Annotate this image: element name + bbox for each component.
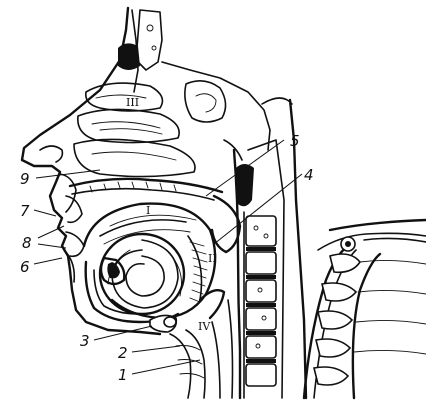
- intervertebral-disc: [246, 359, 276, 363]
- face-profile-outline: [20, 6, 162, 336]
- hyoid-bone: [149, 314, 178, 333]
- leader-7: [33, 209, 57, 217]
- leader-9: [35, 169, 101, 179]
- spine-posterior-line: [247, 139, 285, 399]
- skull-base: [161, 61, 271, 151]
- spinous-process: [321, 282, 358, 302]
- inferior-concha: [73, 138, 196, 178]
- spinous-process: [317, 310, 354, 330]
- upper-incisor: [65, 195, 83, 224]
- occipital-region: [261, 97, 293, 105]
- vertebra: [245, 335, 277, 359]
- vertebra: [245, 251, 277, 275]
- leader-8b: [37, 243, 67, 249]
- lower-lip: [63, 249, 76, 283]
- label-3: 3: [80, 332, 90, 350]
- label-9: 9: [20, 170, 30, 188]
- hard-palate-lower: [71, 187, 215, 201]
- intervertebral-disc: [246, 303, 276, 307]
- label-1: 1: [118, 366, 128, 384]
- label-2: 2: [118, 344, 128, 362]
- tongue-dorsum-lines: [99, 219, 187, 237]
- hard-palate: [68, 177, 224, 194]
- spinous-process: [315, 338, 352, 358]
- neck-back-outline: [288, 98, 308, 400]
- leader-3: [93, 325, 153, 341]
- soft-palate: [210, 194, 242, 254]
- tongue-tip: [99, 256, 126, 286]
- sphenoid-sinus: [184, 80, 227, 123]
- vertebra: [245, 279, 277, 303]
- vertebra: [245, 363, 277, 387]
- spinal-column-detail: [302, 218, 426, 400]
- intervertebral-disc: [246, 331, 276, 335]
- leader-4: [213, 173, 303, 245]
- frontal-sinus: [135, 9, 163, 71]
- oropharynx-hatching: [187, 235, 208, 303]
- label-4: 4: [304, 166, 314, 184]
- vertebra: [245, 215, 277, 247]
- nasal-conchae: [73, 82, 196, 178]
- palate-hatching: [89, 181, 177, 193]
- mandible-inner: [93, 269, 139, 315]
- roman-label-III: III: [126, 96, 139, 109]
- pharynx-posterior-wall: [232, 148, 242, 400]
- adenoid: [236, 164, 254, 207]
- spinous-process: [329, 253, 361, 274]
- bone-pore: [151, 45, 157, 51]
- label-6: 6: [20, 258, 30, 276]
- middle-concha: [77, 108, 180, 144]
- label-7: 7: [20, 202, 30, 220]
- leader-5: [205, 139, 285, 197]
- cervical-spine: [243, 139, 285, 399]
- roman-label-II: II: [208, 252, 217, 265]
- tongue-tip-dark: [107, 262, 120, 279]
- tongue-body: [98, 232, 186, 316]
- leader-8a: [37, 225, 65, 239]
- nostril: [39, 145, 64, 163]
- leader-6: [33, 257, 63, 265]
- esophagus-front: [227, 299, 234, 399]
- leader-lines: [33, 139, 303, 375]
- lower-incisor: [65, 231, 85, 258]
- trachea: [211, 321, 221, 399]
- spine-detail-top: [328, 218, 426, 232]
- nasopharynx-roof: [223, 139, 243, 161]
- label-8: 8: [22, 234, 32, 252]
- intervertebral-disc: [246, 275, 276, 279]
- superior-concha: [84, 82, 164, 112]
- sinus-dark-1: [118, 43, 140, 70]
- sphenoid-inner: [195, 93, 217, 113]
- vertebra: [245, 307, 277, 331]
- intervertebral-disc: [246, 247, 276, 251]
- bone-pore: [146, 24, 154, 32]
- leader-1: [131, 359, 201, 375]
- roman-label-IV: IV: [198, 320, 211, 333]
- roman-label-I: I: [146, 204, 150, 217]
- label-5: 5: [290, 132, 300, 150]
- spinous-process: [313, 366, 350, 386]
- leader-2: [131, 345, 181, 353]
- larynx-inner: [185, 329, 206, 399]
- upper-lip: [59, 173, 77, 213]
- epiglottis: [198, 289, 226, 320]
